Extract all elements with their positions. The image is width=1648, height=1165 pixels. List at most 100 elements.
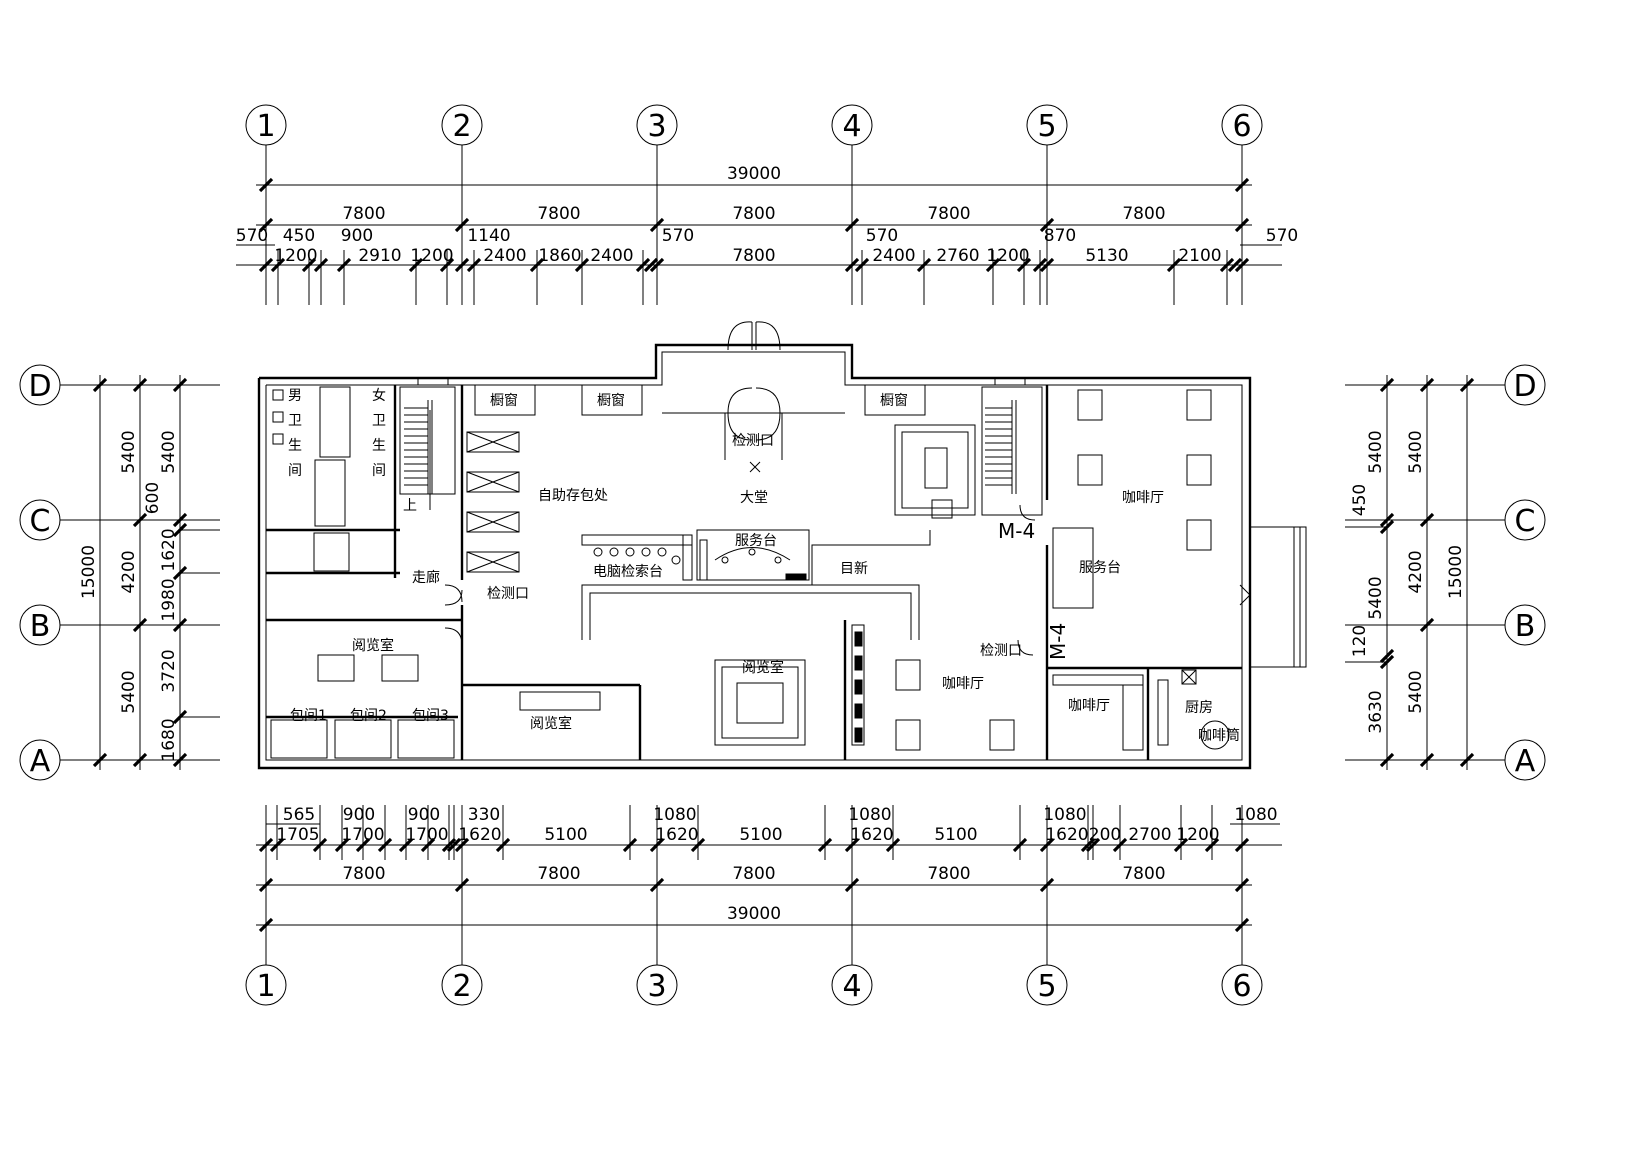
axis-label: 3 [647, 109, 666, 144]
top-dimension-lines: 39000 7800 7800 7800 7800 7800 570 450 9… [236, 164, 1298, 305]
door-code-label: M-4 [998, 519, 1035, 543]
dimension: 570 [236, 226, 268, 246]
dimension: 1620 [850, 825, 893, 845]
dimension: 1200 [410, 246, 453, 266]
axis-bubble [1221, 104, 1263, 146]
womens-wc-label: 间 [372, 463, 386, 479]
dimension: 3720 [159, 649, 179, 692]
dimension: 5100 [739, 825, 782, 845]
kitchen-fixtures [1157, 669, 1230, 750]
wc-fixtures [272, 386, 351, 572]
dimension: 3630 [1366, 690, 1386, 733]
dimension-bay: 7800 [537, 864, 580, 884]
axis-label: 3 [647, 969, 666, 1004]
mens-wc-label: 间 [288, 463, 302, 479]
dimension-bay: 7800 [1122, 864, 1165, 884]
mens-wc-label: 卫 [288, 413, 302, 429]
entrance-doors [724, 321, 783, 473]
dimension-bay: 7800 [732, 864, 775, 884]
dimension: 1700 [341, 825, 384, 845]
private-rooms [270, 719, 455, 759]
axis-label: C [1515, 504, 1536, 539]
dimension: 1700 [405, 825, 448, 845]
dimension-overall: 15000 [79, 545, 99, 599]
kitchen-label: 厨房 [1185, 700, 1213, 716]
dimension: 900 [341, 226, 373, 246]
dimension: 2400 [590, 246, 633, 266]
dimension: 5400 [119, 670, 139, 713]
axis-bubble [831, 104, 873, 146]
dimension: 7800 [732, 246, 775, 266]
dimension: 200 [1089, 825, 1121, 845]
dimension: 570 [1266, 226, 1298, 246]
computer-desk-label: 电脑检索台 [593, 563, 663, 580]
service-desk-label: 服务台 [1079, 560, 1121, 576]
building-walls [257, 343, 1307, 770]
row-axis-right: D C B A [1345, 364, 1546, 781]
dimension-overall: 39000 [727, 904, 781, 924]
self-storage-label: 自助存包处 [538, 488, 608, 504]
axis-label: D [28, 369, 51, 404]
axis-label: C [30, 504, 51, 539]
dimension: 1620 [1045, 825, 1088, 845]
dimension: 1200 [986, 246, 1029, 266]
dimension: 2910 [358, 246, 401, 266]
column-axis-top: 1 2 3 4 5 6 [245, 104, 1263, 305]
cafe-tables [895, 389, 1212, 751]
dimension-bay: 7800 [342, 204, 385, 224]
checkpoint-label: 检测口 [487, 586, 529, 602]
private-room-label: 包间2 [350, 708, 387, 724]
axis-label: 2 [452, 969, 471, 1004]
dimension: 2400 [872, 246, 915, 266]
axis-label: 6 [1232, 969, 1251, 1004]
private-room-label: 包间1 [290, 708, 327, 724]
dimension: 565 [283, 805, 315, 825]
dimension: 1200 [274, 246, 317, 266]
showcase-label: 橱窗 [880, 392, 908, 409]
bottom-dimension-lines: 565 900 900 330 1080 1080 1080 1080 1705… [256, 805, 1282, 933]
axis-label: 1 [256, 969, 275, 1004]
axis-bubble [1026, 104, 1068, 146]
mens-wc-label: 男 [288, 388, 302, 404]
lobby-label: 大堂 [740, 490, 768, 506]
dimension-bay: 7800 [927, 864, 970, 884]
dimension: 1080 [1234, 805, 1277, 825]
reading-tables [317, 654, 601, 711]
womens-wc-label: 卫 [372, 413, 386, 429]
dimension-bay: 7800 [732, 204, 775, 224]
axis-label: 2 [452, 109, 471, 144]
dimension: 1080 [653, 805, 696, 825]
right-dimension-lines: 5400 450 5400 120 3630 5400 4200 5400 15… [1345, 375, 1475, 770]
new-books-room [811, 530, 931, 585]
dimension: 1680 [159, 718, 179, 761]
checkpoint-label: 检测口 [980, 643, 1022, 659]
dimension: 1080 [848, 805, 891, 825]
storage-lockers [466, 431, 520, 573]
doors [444, 504, 1251, 656]
central-hall-frame [581, 584, 920, 746]
dimension: 900 [343, 805, 375, 825]
showcase-label: 橱窗 [597, 392, 625, 409]
entrance-checkpoint-label: 检测口 [732, 433, 774, 449]
showcases [417, 377, 1026, 416]
dimension-overall: 39000 [727, 164, 781, 184]
dimension: 5400 [1406, 430, 1426, 473]
axis-label: A [1515, 744, 1536, 779]
new-books-label: 目新 [840, 561, 868, 577]
dimension: 450 [1350, 484, 1370, 516]
reading-room-label: 阅览室 [530, 715, 572, 732]
reception-desk [696, 529, 810, 581]
dimension: 570 [662, 226, 694, 246]
dimension: 450 [283, 226, 315, 246]
dimension: 2100 [1178, 246, 1221, 266]
axis-bubble [441, 104, 483, 146]
stair-right [985, 400, 1017, 494]
dimension: 5130 [1085, 246, 1128, 266]
dimension: 2760 [936, 246, 979, 266]
dimension-bay: 7800 [537, 204, 580, 224]
mens-wc-label: 生 [288, 438, 302, 454]
cafe-label: 咖啡厅 [1122, 490, 1164, 506]
dimension: 4200 [1406, 550, 1426, 593]
room-labels: 男 卫 生 间 女 卫 生 间 走廊 橱窗 橱窗 橱窗 检测口 大堂 自助存包处… [288, 387, 1240, 744]
